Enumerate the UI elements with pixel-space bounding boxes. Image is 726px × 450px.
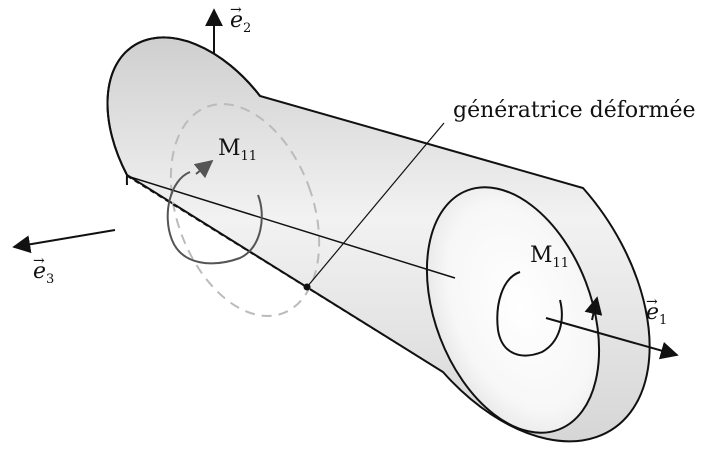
e3-arrow-glyph: → [33,253,45,269]
moment-left-label: M11 [218,136,257,164]
axis-e3-arrow [12,229,116,254]
generatrix-leader-line [306,122,445,288]
cylinder-front-face [425,186,601,434]
e1-symbol: e [646,300,659,325]
deformed-generatrix [126,175,444,373]
moment-right-arrow [496,271,563,357]
generatrix-label: génératrice déformée [453,98,696,123]
e1-arrow-glyph: → [646,294,658,310]
moment-right-symbol: M [530,243,553,268]
moment-left-symbol: M [218,136,241,161]
moment-right-label: M11 [530,243,569,271]
moment-left-subscript: 11 [241,149,258,164]
e1-subscript: 1 [659,313,667,328]
moment-left-arrowhead [193,159,214,179]
original-generatrix [126,175,456,279]
e2-label: e2 [230,8,251,36]
cylinder-back-edge [106,36,261,186]
e2-arrow-glyph: → [230,2,242,18]
e2-symbol: e [230,8,243,33]
moment-left-arrow [166,171,263,265]
axis-e1-arrow [545,317,679,360]
e3-label: e3 [33,259,54,287]
moment-right-subscript: 11 [553,256,570,271]
moment-right-arrowhead [584,296,603,321]
e2-subscript: 2 [243,21,251,36]
e3-subscript: 3 [46,272,54,287]
e1-label: e1 [646,300,667,328]
e3-symbol: e [33,259,46,284]
hidden-section-circle [169,103,321,317]
